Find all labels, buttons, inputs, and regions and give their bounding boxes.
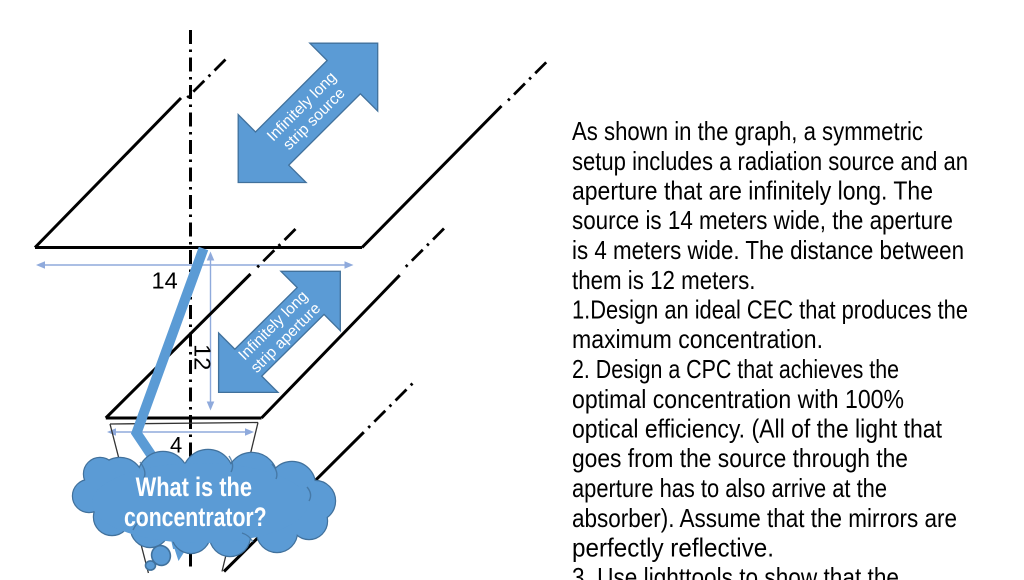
svg-text:optical efficiency. (All of th: optical efficiency. (All of the light th… xyxy=(572,414,943,444)
svg-text:source is 14 meters wide, the: source is 14 meters wide, the aperture xyxy=(572,205,953,235)
svg-text:is 4 meters wide. The distance: is 4 meters wide. The distance between xyxy=(572,235,964,265)
svg-text:3. Use lighttools to show that: 3. Use lighttools to show that the xyxy=(572,562,899,580)
svg-text:optimal concentration with 100: optimal concentration with 100% xyxy=(572,384,904,414)
svg-text:aperture has to also arrive at: aperture has to also arrive at the xyxy=(572,473,887,503)
svg-text:As shown in the graph, a symme: As shown in the graph, a symmetric xyxy=(572,116,923,146)
svg-text:1.Design an ideal CEC that pro: 1.Design an ideal CEC that produces the xyxy=(572,295,968,325)
svg-text:14: 14 xyxy=(152,268,178,294)
svg-text:goes from the source through t: goes from the source through the xyxy=(572,443,908,473)
svg-text:maximum concentration.: maximum concentration. xyxy=(572,324,823,354)
svg-text:2. Design a CPC that achieves: 2. Design a CPC that achieves the xyxy=(572,354,899,384)
svg-text:setup includes a radiation sou: setup includes a radiation source and an xyxy=(572,146,968,176)
svg-text:absorber). Assume that the mir: absorber). Assume that the mirrors are xyxy=(572,503,957,533)
svg-text:4: 4 xyxy=(170,432,182,457)
svg-text:aperture that are infinitely l: aperture that are infinitely long. The xyxy=(572,176,933,206)
svg-text:concentrator?: concentrator? xyxy=(124,502,267,532)
svg-text:them is 12 meters.: them is 12 meters. xyxy=(572,265,756,295)
svg-text:12: 12 xyxy=(190,344,216,370)
svg-text:perfectly reflective.: perfectly reflective. xyxy=(572,533,774,563)
svg-text:What is the: What is the xyxy=(136,472,252,502)
